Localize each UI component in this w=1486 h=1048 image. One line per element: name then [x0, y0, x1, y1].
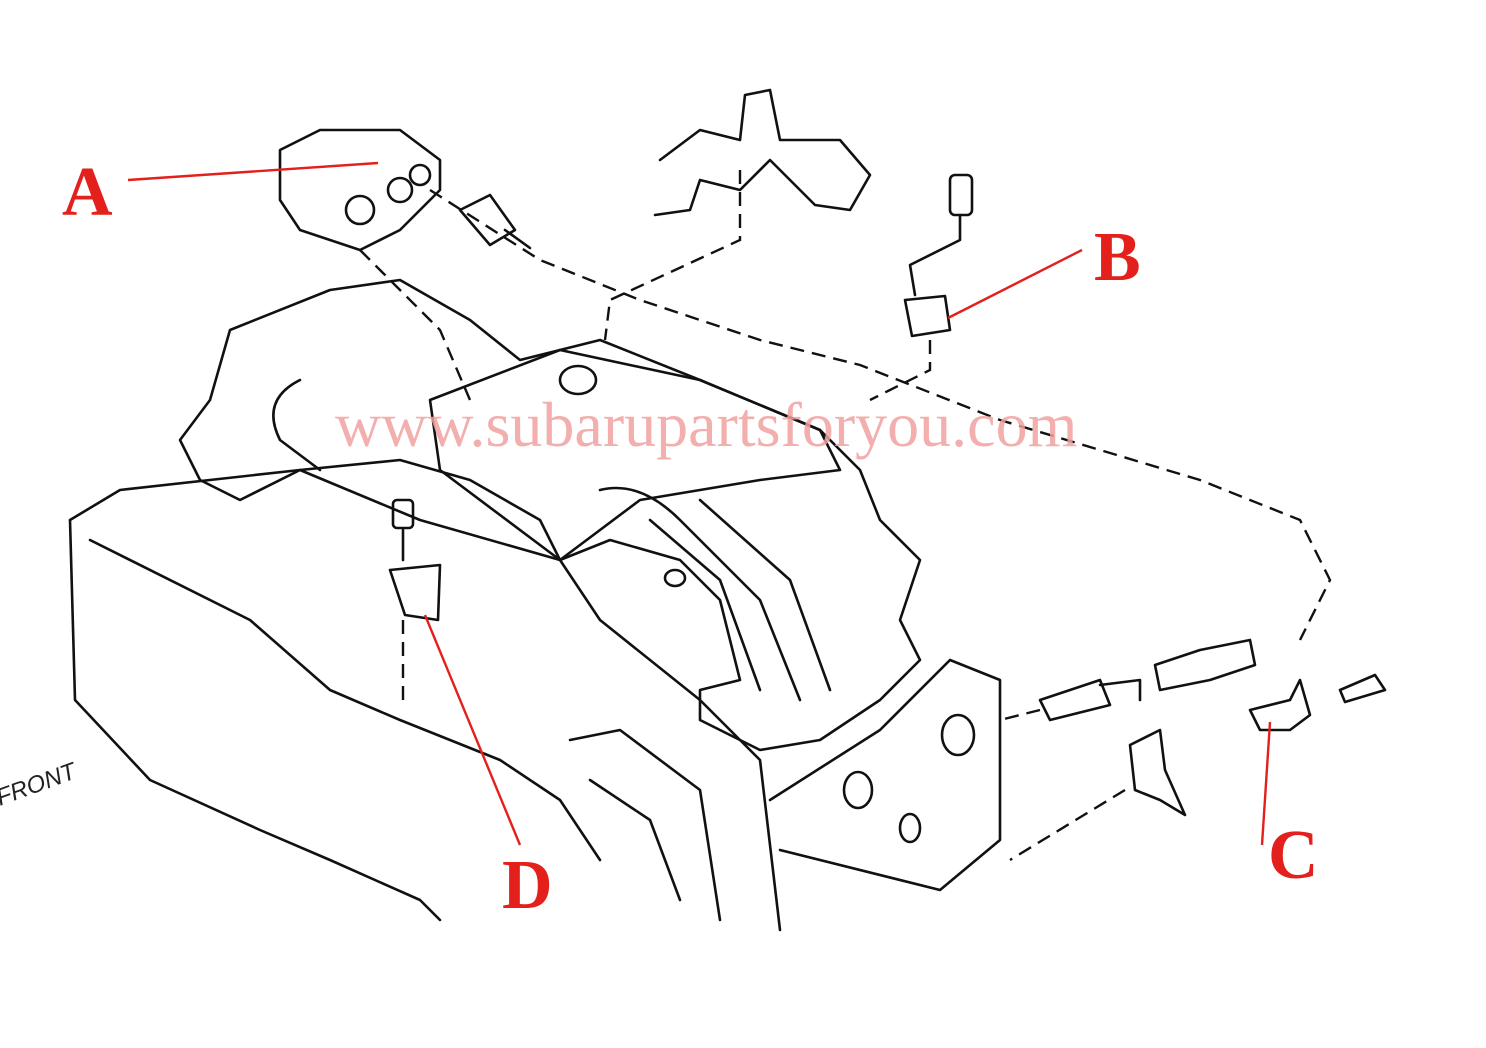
intake-manifold	[178, 278, 922, 752]
callout-line-d	[423, 614, 522, 846]
label-a: A	[62, 154, 113, 231]
watermark: www.subarupartsforyou.com	[335, 389, 1077, 460]
camshaft-sensor	[388, 498, 442, 622]
bracket	[653, 88, 872, 217]
label-b: B	[1094, 219, 1141, 296]
callout-line-c	[1260, 721, 1272, 846]
label-c: C	[1268, 817, 1319, 894]
front-marker: FRONT	[0, 757, 82, 811]
crankshaft-sensor	[1248, 673, 1387, 732]
knock-sensor	[903, 173, 974, 338]
assembly-dashed-lines	[359, 170, 1332, 862]
callout-line-a	[127, 161, 379, 182]
distributor	[278, 128, 532, 252]
label-d: D	[502, 847, 553, 924]
temperature-sensors	[1038, 638, 1257, 817]
callout-line-b	[947, 248, 1083, 320]
